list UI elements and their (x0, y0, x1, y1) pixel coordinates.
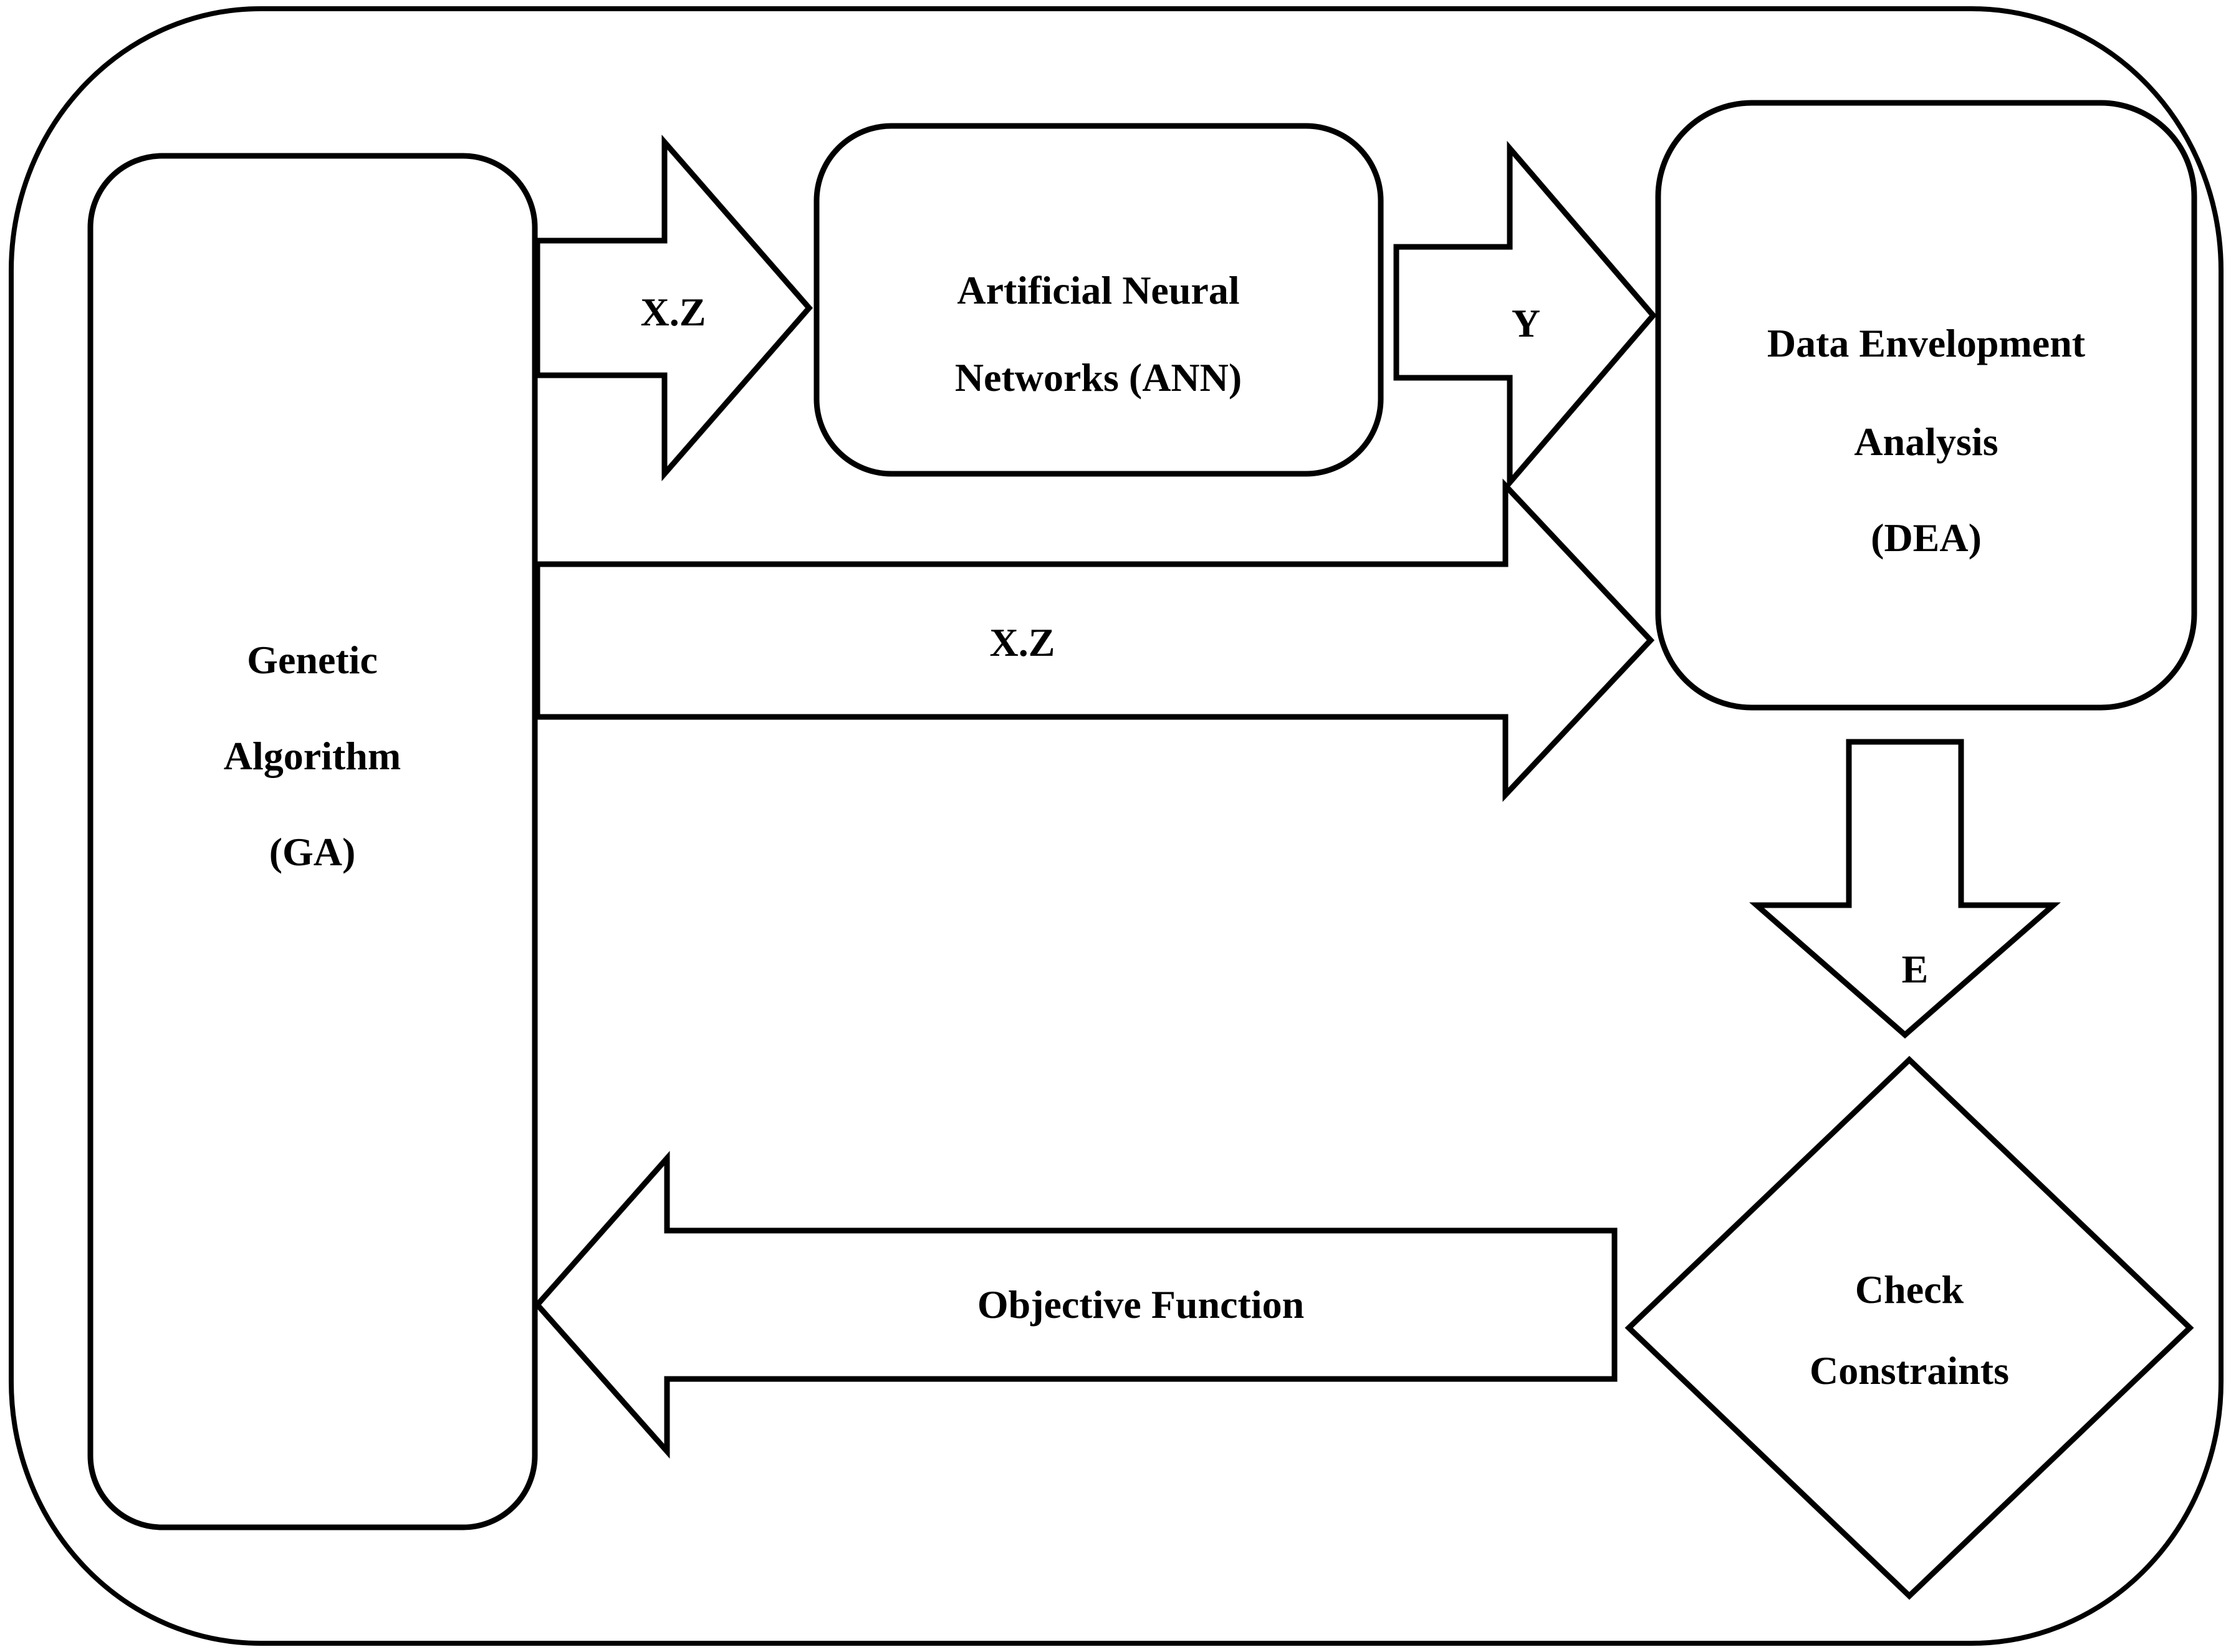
dea-label-line2: Analysis (1854, 420, 1998, 464)
ann-label-line1: Artificial Neural (957, 268, 1239, 312)
dea-label-line3: (DEA) (1871, 516, 1982, 560)
check-label-line2: Constraints (1810, 1348, 2009, 1393)
ann-label-line2: Networks (ANN) (955, 355, 1242, 400)
node-artificial-neural-networks (813, 123, 1384, 477)
node-data-envelopment-analysis (1655, 100, 2197, 711)
arrow-dea-to-check-label: E (1902, 947, 1929, 991)
arrow-ga-to-dea (534, 478, 1655, 802)
node-check-constraints (1624, 1055, 2194, 1600)
ga-label-line1: Genetic (247, 638, 378, 682)
ga-label-line2: Algorithm (224, 734, 401, 778)
node-genetic-algorithm (87, 153, 538, 1530)
arrow-ga-to-ann-label: X.Z (641, 290, 706, 334)
arrow-check-to-ga (533, 1151, 1618, 1459)
outer-border (9, 6, 2224, 1646)
ga-label-line3: (GA) (269, 830, 356, 874)
arrow-ann-to-dea (1393, 140, 1657, 491)
arrow-ga-to-ann (534, 134, 813, 482)
check-label-line1: Check (1855, 1267, 1964, 1312)
dea-label-line1: Data Envelopment (1767, 321, 2086, 365)
arrow-ann-to-dea-label: Y (1512, 301, 1540, 345)
arrow-ga-to-dea-label: X.Z (990, 620, 1055, 665)
arrow-dea-to-check (1749, 739, 2061, 1039)
arrow-check-to-ga-label: Objective Function (977, 1282, 1304, 1327)
